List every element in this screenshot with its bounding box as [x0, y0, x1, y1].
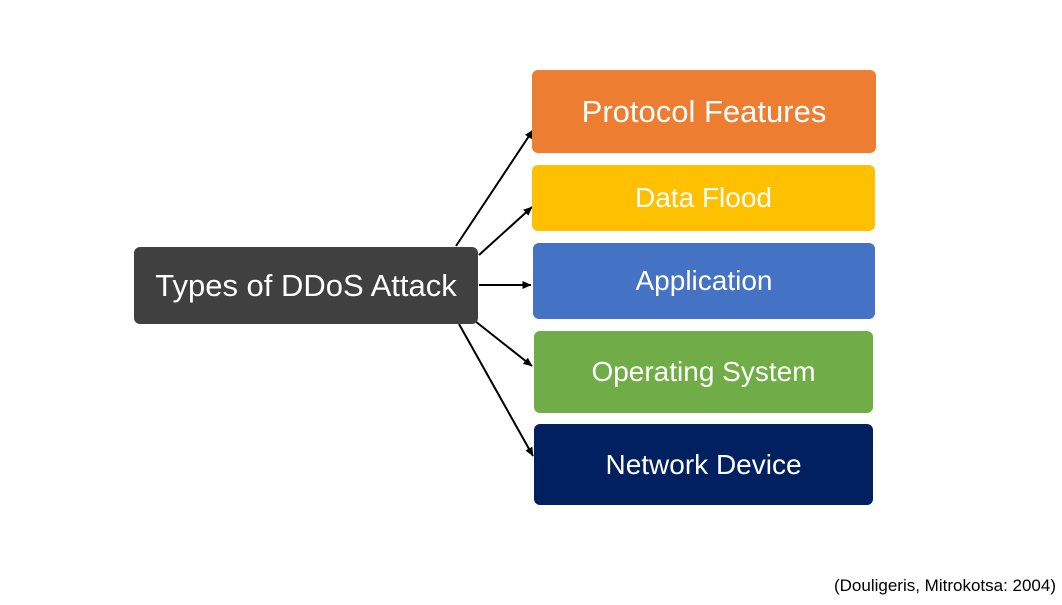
citation: (Douligeris, Mitrokotsa: 2004) — [833, 576, 1056, 595]
arrow-to-network-device — [458, 323, 534, 457]
arrow-to-data-flood — [478, 206, 533, 256]
node-operating-system: Operating System — [534, 331, 873, 413]
node-label: Network Device — [605, 448, 802, 480]
node-application: Application — [533, 243, 875, 319]
node-network-device: Network Device — [534, 424, 873, 505]
node-label: Protocol Features — [581, 93, 827, 129]
root-node: Types of DDoS Attack — [134, 247, 478, 324]
node-label: Application — [635, 265, 773, 296]
arrow-to-protocol-features — [455, 129, 534, 247]
node-data-flood: Data Flood — [532, 165, 875, 231]
node-protocol-features: Protocol Features — [532, 70, 876, 153]
arrow-to-operating-system — [474, 320, 533, 367]
node-label: Data Flood — [635, 182, 772, 213]
root-node-label: Types of DDoS Attack — [155, 267, 457, 303]
node-label: Operating System — [591, 356, 816, 387]
